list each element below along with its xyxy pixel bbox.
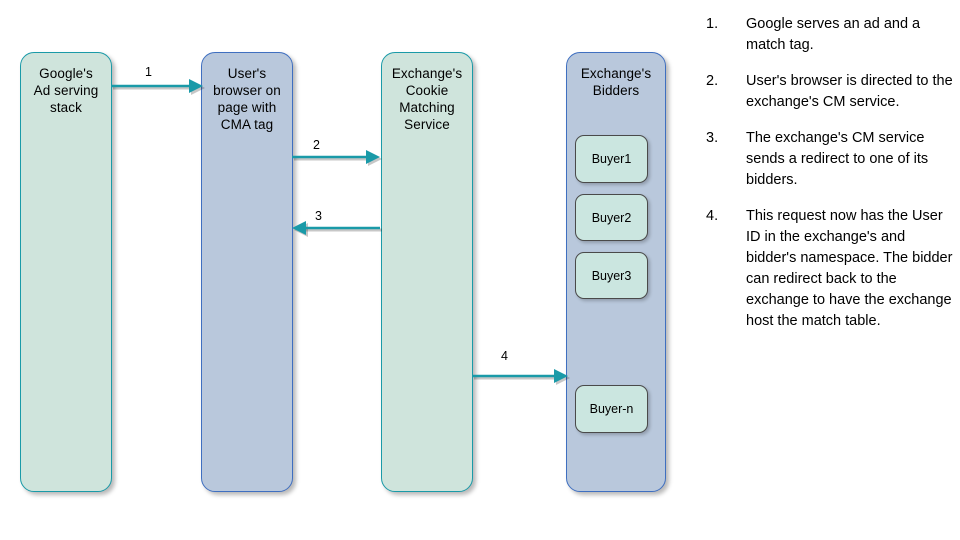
step-item-3-text: The exchange's CM service sends a redire… [746, 130, 929, 188]
step-item-4-text: This request now has the User ID in the … [746, 208, 953, 329]
step-item-2: 2. User's browser is directed to the exc… [706, 71, 954, 113]
arrow-1 [111, 79, 205, 95]
node-exchange-cookie-matching-service-label: Exchange's Cookie Matching Service [391, 66, 463, 132]
arrow-1-number: 1 [145, 65, 152, 79]
steps-list: 1. Google serves an ad and a match tag. … [706, 14, 954, 347]
step-item-4: 4. This request now has the User ID in t… [706, 206, 954, 332]
arrow-3-number: 3 [315, 209, 322, 223]
arrow-3 [292, 221, 382, 237]
buyer-box-buyer-n: Buyer-n [575, 385, 648, 433]
node-user-browser-label: User's browser on page with CMA tag [213, 66, 281, 132]
buyer-box-buyer2-label: Buyer2 [591, 210, 632, 225]
arrow-2-number: 2 [313, 138, 320, 152]
step-item-3-number: 3. [706, 130, 719, 146]
buyer-box-buyer3-label: Buyer3 [591, 268, 632, 283]
buyer-box-buyer-n-label: Buyer-n [589, 402, 634, 416]
buyer-box-buyer1: Buyer1 [575, 135, 648, 183]
node-exchange-cookie-matching-service: Exchange's Cookie Matching Service [381, 52, 473, 492]
node-google-ad-serving-stack: Google's Ad serving stack [20, 52, 112, 492]
node-google-ad-serving-stack-label: Google's Ad serving stack [33, 66, 99, 115]
node-exchange-bidders-label: Exchange's Bidders [580, 66, 652, 98]
node-user-browser: User's browser on page with CMA tag [201, 52, 293, 492]
arrow-2 [292, 150, 382, 166]
step-item-2-number: 2. [706, 73, 719, 89]
step-item-1-number: 1. [706, 16, 719, 32]
step-item-1: 1. Google serves an ad and a match tag. [706, 14, 954, 56]
buyer-box-buyer1-label: Buyer1 [591, 152, 632, 166]
step-item-3: 3. The exchange's CM service sends a red… [706, 128, 954, 191]
buyer-box-buyer2: Buyer2 [575, 194, 648, 241]
arrow-4-number: 4 [501, 349, 508, 363]
step-item-2-text: User's browser is directed to the exchan… [746, 73, 953, 110]
step-item-1-text: Google serves an ad and a match tag. [746, 16, 921, 53]
step-item-4-number: 4. [706, 208, 719, 224]
buyer-box-buyer3: Buyer3 [575, 252, 648, 299]
arrow-4 [472, 369, 570, 385]
